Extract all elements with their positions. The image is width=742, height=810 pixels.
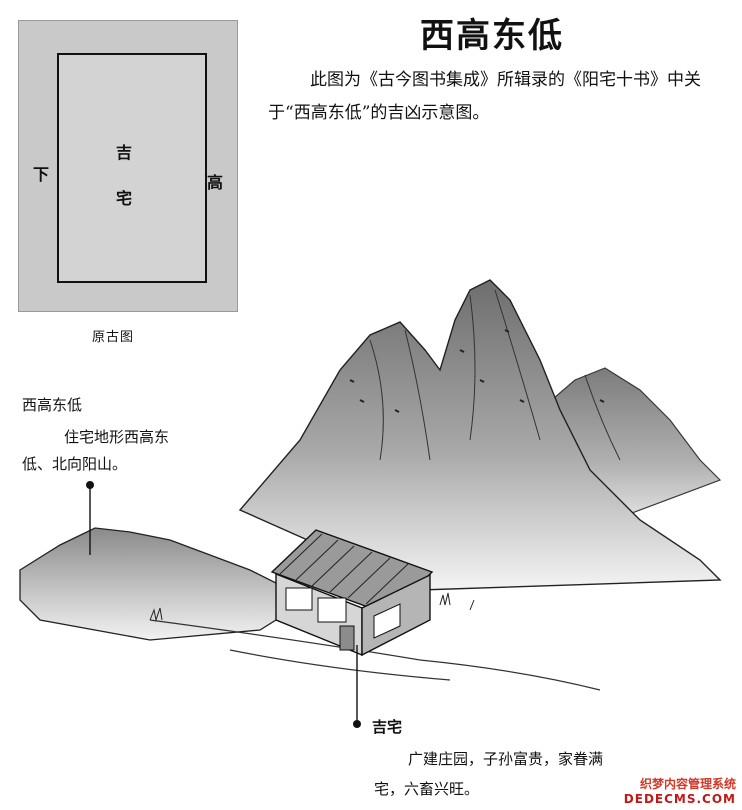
terrain-leader-dot [86, 481, 94, 489]
house-leader-dot [353, 720, 361, 728]
terrain-annotation-body: 住宅地形西高东低、北向阳山。 [22, 428, 170, 473]
watermark: 织梦内容管理系统 DEDECMS.COM [624, 775, 736, 806]
house-char-1: 吉 [116, 143, 133, 162]
right-direction-label: 高 [207, 173, 224, 192]
house-annotation-body: 广建庄园，子孙富贵，家眷满宅，六畜兴旺。 [374, 750, 604, 798]
original-diagram-panel: 吉 宅 下 高 [18, 20, 238, 312]
mountain-main [238, 279, 722, 591]
watermark-line-1: 织梦内容管理系统 [639, 777, 736, 791]
ground-slope-lines [149, 619, 601, 691]
house-annotation-title: 吉宅 [372, 718, 403, 736]
left-direction-label: 下 [33, 165, 50, 184]
hill-left [19, 527, 302, 641]
watermark-line-2: DEDECMS.COM [623, 792, 736, 806]
original-diagram-caption: 原古图 [92, 330, 135, 345]
page-title: 西高东低 [420, 16, 564, 56]
intro-paragraph: 此图为《古今图书集成》所辑录的《阳宅十书》中关于“西高东低”的吉凶示意图。 [268, 70, 701, 123]
grass-tufts [149, 592, 475, 622]
original-diagram-house-box: 吉 宅 [57, 53, 207, 283]
mountain-texture-dots [349, 329, 605, 413]
house-illustration [270, 529, 434, 657]
landscape-illustration [19, 279, 722, 728]
house-char-2: 宅 [116, 189, 133, 208]
mountain-ridge-lines [369, 289, 621, 461]
terrain-annotation-title: 西高东低 [22, 396, 83, 414]
